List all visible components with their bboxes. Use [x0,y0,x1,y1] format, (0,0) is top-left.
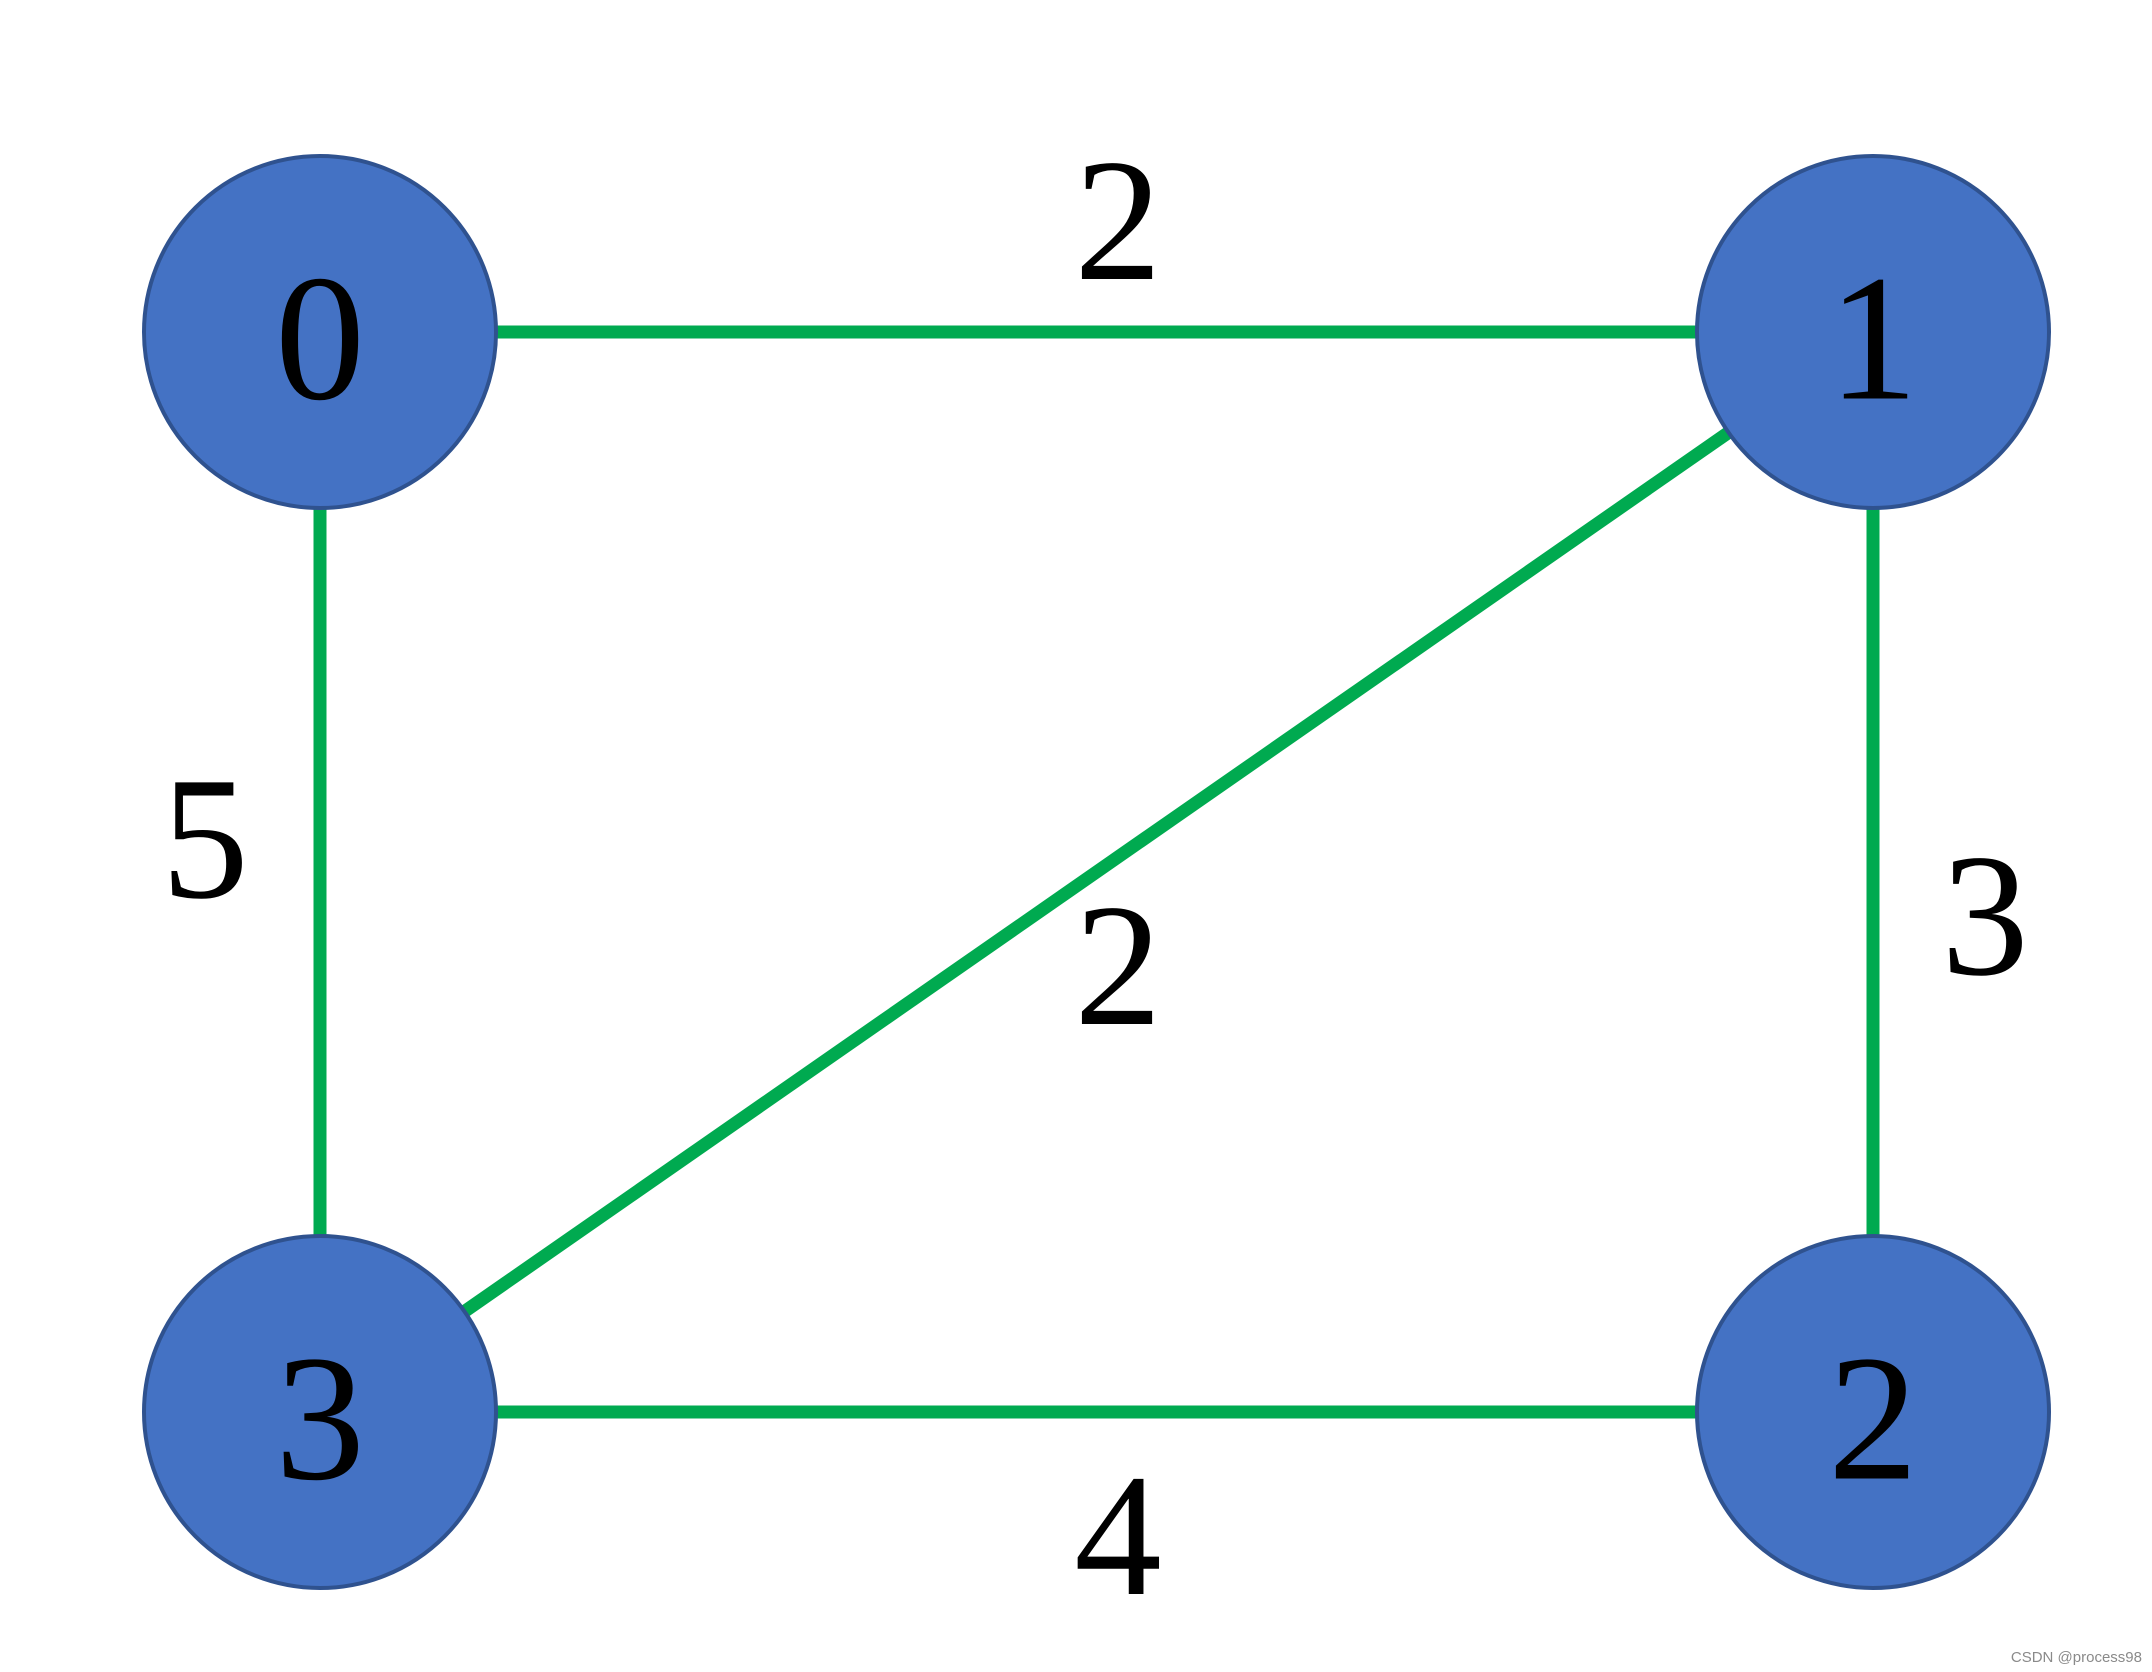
node-3: 3 [142,1234,498,1590]
edge-weight-0-1: 2 [1074,123,1162,317]
node-label-2: 2 [1828,1319,1918,1518]
edge-weight-1-2: 3 [1941,818,2029,1012]
watermark: CSDN @process98 [2010,1649,2142,1666]
node-circle-0 [142,154,498,510]
edges-layer [313,325,1880,1419]
edge-1-3 [460,427,1733,1317]
node-2: 2 [1695,1234,2051,1590]
edge-weight-1-3: 2 [1074,868,1162,1062]
node-label-0: 0 [275,239,365,438]
node-circle-2 [1695,1234,2051,1590]
node-circle-3 [142,1234,498,1590]
node-0: 0 [142,154,498,510]
node-circle-1 [1695,154,2051,510]
edge-weight-3-2: 4 [1074,1438,1162,1632]
node-label-1: 1 [1828,239,1918,438]
nodes-layer: 0 1 2 3 [142,154,2051,1590]
edge-weight-0-3: 5 [161,741,249,935]
node-label-3: 3 [275,1319,365,1518]
edge-weights-layer: 2 2 5 3 4 [161,123,2029,1632]
node-1: 1 [1695,154,2051,510]
